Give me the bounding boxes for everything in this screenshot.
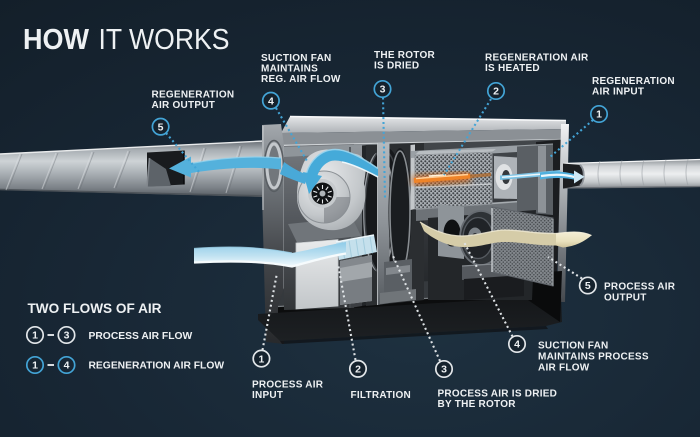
svg-text:2: 2 (493, 86, 499, 98)
svg-text:REGENERATION: REGENERATION (152, 90, 235, 101)
svg-text:IS HEATED: IS HEATED (485, 63, 540, 74)
svg-text:HOW: HOW (23, 24, 90, 56)
svg-text:4: 4 (64, 360, 70, 372)
svg-text:PROCESS AIR IS DRIED: PROCESS AIR IS DRIED (438, 389, 558, 400)
svg-text:REGENERATION: REGENERATION (592, 76, 675, 87)
svg-text:3: 3 (64, 330, 70, 342)
svg-text:3: 3 (441, 364, 447, 376)
svg-text:SUCTION FAN: SUCTION FAN (538, 341, 609, 352)
svg-text:REG. AIR FLOW: REG. AIR FLOW (261, 74, 341, 85)
svg-text:PROCESS AIR: PROCESS AIR (604, 282, 676, 293)
svg-text:1: 1 (258, 353, 264, 365)
svg-text:4: 4 (514, 339, 520, 351)
svg-text:FILTRATION: FILTRATION (351, 390, 411, 401)
svg-text:PROCESS AIR: PROCESS AIR (252, 380, 324, 391)
svg-text:TWO FLOWS OF AIR: TWO FLOWS OF AIR (28, 301, 162, 316)
svg-text:IT WORKS: IT WORKS (99, 24, 230, 56)
svg-text:5: 5 (585, 280, 591, 292)
svg-text:4: 4 (268, 95, 274, 107)
svg-text:OUTPUT: OUTPUT (604, 293, 647, 304)
svg-text:THE ROTOR: THE ROTOR (374, 50, 435, 61)
svg-text:INPUT: INPUT (252, 390, 283, 401)
svg-text:1: 1 (32, 330, 38, 342)
svg-text:2: 2 (355, 364, 361, 376)
svg-text:PROCESS AIR FLOW: PROCESS AIR FLOW (89, 331, 193, 342)
svg-text:BY THE ROTOR: BY THE ROTOR (438, 399, 517, 410)
svg-text:AIR INPUT: AIR INPUT (592, 87, 644, 98)
svg-text:SUCTION FAN: SUCTION FAN (261, 53, 332, 64)
svg-text:IS DRIED: IS DRIED (374, 61, 419, 72)
svg-text:MAINTAINS PROCESS: MAINTAINS PROCESS (538, 352, 649, 363)
svg-text:REGENERATION AIR: REGENERATION AIR (485, 53, 589, 64)
svg-text:REGENERATION AIR FLOW: REGENERATION AIR FLOW (89, 361, 225, 372)
svg-text:AIR OUTPUT: AIR OUTPUT (152, 100, 216, 111)
svg-text:3: 3 (380, 84, 386, 96)
svg-text:5: 5 (158, 121, 164, 133)
svg-text:MAINTAINS: MAINTAINS (261, 64, 318, 75)
svg-text:AIR FLOW: AIR FLOW (538, 363, 590, 374)
svg-text:1: 1 (596, 109, 602, 121)
svg-text:1: 1 (32, 360, 38, 372)
